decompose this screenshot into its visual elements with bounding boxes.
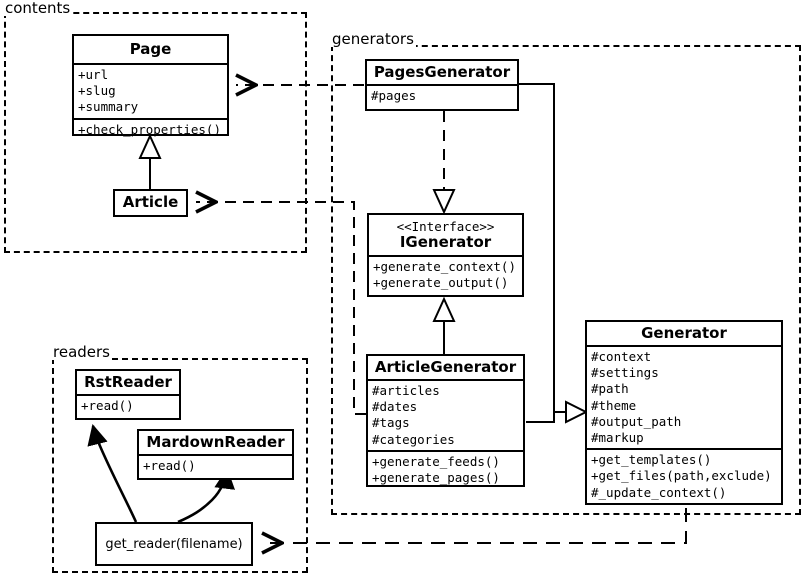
class-igenerator-operations: +generate_context() +generate_output() [369, 255, 522, 293]
edge-generators-to-generator [519, 83, 589, 424]
function-box-get-reader[interactable]: get_reader(filename) [95, 522, 253, 566]
package-label-generators: generators [331, 30, 416, 48]
package-label-contents: contents [4, 0, 73, 17]
class-page-operations: +check_properties() [74, 117, 227, 140]
edge-articlegenerator-to-igenerator [432, 296, 456, 355]
class-generator-operations: +get_templates() +get_files(path,exclude… [587, 448, 781, 503]
edge-article-to-page [138, 133, 162, 190]
class-box-igenerator[interactable]: <<Interface>> IGenerator +generate_conte… [367, 213, 524, 297]
class-pagesgenerator-title-section: PagesGenerator [367, 61, 517, 84]
attribute: +summary [78, 99, 139, 115]
class-articlegenerator-name: ArticleGenerator [374, 358, 517, 376]
attribute: #markup [591, 430, 644, 446]
class-box-articlegenerator[interactable]: ArticleGenerator #articles #dates #tags … [366, 354, 525, 487]
class-article-title-section: Article [115, 191, 186, 214]
class-pagesgenerator-attributes: #pages [367, 84, 517, 106]
edge-pagesgenerator-to-igenerator [432, 111, 456, 215]
class-articlegenerator-operations: +generate_feeds() +generate_pages() [368, 449, 523, 488]
class-articlegenerator-attributes: #articles #dates #tags #categories [368, 379, 523, 450]
attribute: #dates [372, 399, 418, 415]
operation: +read() [81, 398, 134, 413]
class-box-generator[interactable]: Generator #context #settings #path #them… [585, 320, 783, 505]
attribute: #pages [371, 88, 417, 103]
class-igenerator-stereotype: <<Interface>> [396, 219, 495, 234]
class-generator-title-section: Generator [587, 322, 781, 345]
class-box-rstreader[interactable]: RstReader +read() [75, 369, 181, 420]
operation: #_update_context() [591, 484, 727, 500]
class-rstreader-title-section: RstReader [77, 371, 179, 394]
attribute: #path [591, 381, 629, 397]
class-generator-name: Generator [641, 324, 727, 342]
class-page-name: Page [129, 40, 172, 58]
attribute: #context [591, 349, 652, 364]
attribute: +slug [78, 83, 116, 99]
class-article-name: Article [122, 193, 179, 211]
package-label-readers: readers [52, 343, 112, 361]
class-box-article[interactable]: Article [113, 189, 188, 217]
class-pagesgenerator-name: PagesGenerator [373, 63, 511, 81]
class-igenerator-name: IGenerator [399, 233, 492, 251]
operation: +get_templates() [591, 452, 712, 468]
class-box-page[interactable]: Page +url +slug +summary +check_properti… [72, 34, 229, 137]
operation: +generate_output() [373, 275, 509, 291]
edge-articlegenerator-to-article [196, 202, 366, 415]
operation: +generate_feeds() [372, 453, 500, 469]
package-frame-readers [52, 358, 308, 573]
attribute: #categories [372, 431, 455, 447]
class-rstreader-name: RstReader [84, 373, 172, 391]
function-get-reader-label: get_reader(filename) [105, 536, 243, 552]
operation: +read() [143, 458, 196, 473]
class-rstreader-operations: +read() [77, 394, 179, 416]
class-generator-attributes: #context #settings #path #theme #output_… [587, 345, 781, 448]
class-page-title-section: Page [74, 36, 227, 63]
operation: +check_properties() [78, 121, 221, 137]
operation: +generate_pages() [372, 470, 500, 486]
attribute: #theme [591, 397, 637, 413]
class-page-attributes: +url +slug +summary [74, 63, 227, 118]
attribute: +url [78, 67, 109, 82]
operation: +generate_context() [373, 259, 516, 274]
class-box-pagesgenerator[interactable]: PagesGenerator #pages [365, 59, 519, 111]
class-mardownreader-title-section: MardownReader [139, 431, 292, 454]
class-box-mardownreader[interactable]: MardownReader +read() [137, 429, 294, 480]
class-mardownreader-operations: +read() [139, 454, 292, 476]
edge-generator-to-get-reader [262, 508, 687, 543]
attribute: #settings [591, 365, 659, 381]
edge-get-reader-to-rstreader [87, 423, 138, 523]
operation: +get_files(path,exclude) [591, 468, 772, 484]
class-igenerator-title-section: <<Interface>> IGenerator [369, 215, 522, 255]
class-articlegenerator-title-section: ArticleGenerator [368, 356, 523, 379]
attribute: #output_path [591, 413, 682, 429]
attribute: #tags [372, 415, 410, 431]
attribute: #articles [372, 383, 440, 398]
class-mardownreader-name: MardownReader [146, 433, 285, 451]
package-frame-generators [331, 45, 801, 515]
package-frame-contents [4, 12, 307, 253]
